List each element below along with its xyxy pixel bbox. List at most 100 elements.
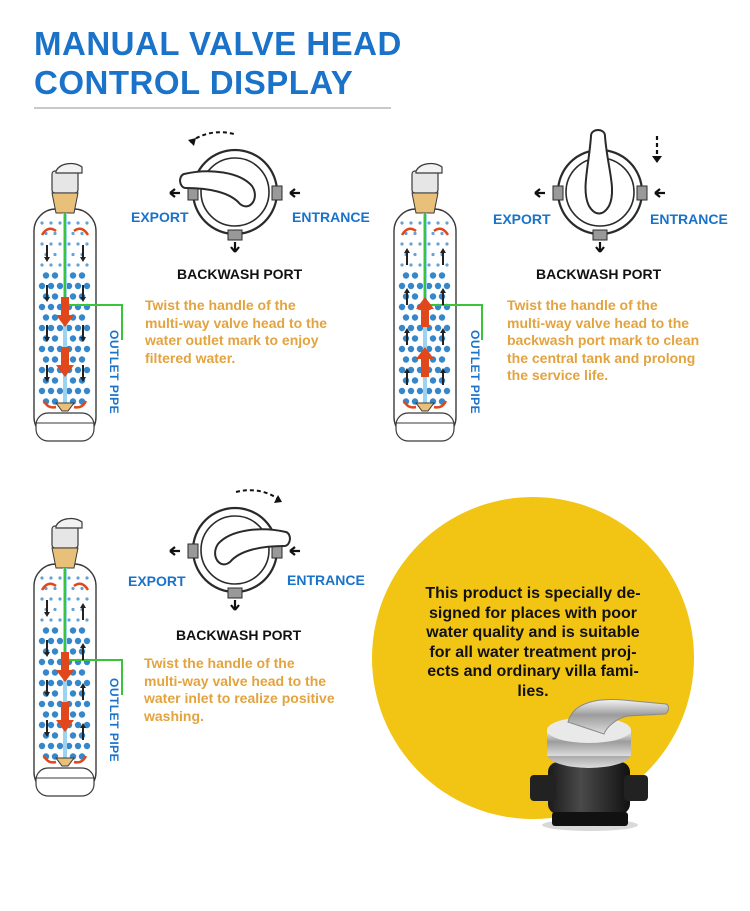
flow-direction-arrow [80,365,86,382]
media-dot [429,335,437,342]
flow-arrow [56,652,74,682]
media-dot [398,282,406,290]
media-dot [51,690,59,697]
media-dot [42,669,50,676]
media-dot [438,356,446,363]
media-dot [400,263,404,267]
media-dot [51,356,59,363]
page-title: MANUAL VALVE HEAD CONTROL DISPLAY [34,24,402,102]
media-dot [85,242,89,246]
media-dot [38,303,46,311]
media-dot [409,242,413,246]
media-dot [76,576,80,580]
media-dot [400,221,404,225]
media-dot [78,669,86,676]
media-dot [74,366,82,374]
media-dot [83,387,91,395]
media-dot [53,586,57,591]
flow-direction-arrow [80,603,86,620]
media-dot [51,335,59,342]
media-dot [85,221,89,225]
media-dot [40,597,44,601]
swirl-arrow [400,227,417,236]
tank-base [35,412,95,442]
panel-description: Twist the handle of the multi-way valve … [144,655,335,724]
media-dot [67,618,71,622]
valve-handle-icon [179,170,256,208]
media-dot [58,597,62,601]
outlet-pipe-label: OUTLET PIPE [468,330,482,415]
media-dot [51,627,59,634]
media-dot [69,711,77,718]
media-dot [409,221,413,225]
media-dot [83,700,91,708]
media-dot [407,324,415,332]
media-dot [69,272,77,279]
media-dot [38,366,46,374]
media-dot [56,324,64,332]
media-dot [49,576,53,580]
media-dot [429,272,437,279]
media-dot [38,282,46,290]
media-dot [427,263,431,267]
title-line-2: CONTROL DISPLAY [34,64,354,101]
media-dot [65,324,73,332]
media-dot [436,242,440,246]
media-dot [402,272,410,279]
media-dot [436,221,440,225]
media-dot [67,263,71,267]
media-dot [416,345,424,353]
media-dot [38,742,46,750]
entrance-port [636,185,648,201]
media-dot [440,231,444,236]
flow-direction-arrow [44,245,50,262]
media-dot [65,282,73,290]
media-dot [74,742,82,750]
media-dot [411,377,419,384]
swirl-arrow [73,582,90,591]
media-dot [436,263,440,267]
media-dot [69,732,77,739]
media-dot [398,366,406,374]
media-dot [47,387,55,395]
rotate-arrow-head [652,156,662,163]
media-dot [431,252,435,257]
rotate-arrow-icon [189,131,235,143]
outlet-pipe-line [424,213,483,340]
media-dot [445,242,449,246]
filter-tank-diagram [393,162,483,442]
media-dot [83,345,91,353]
backwash-port-label: BACKWASH PORT [176,627,302,643]
media-dot [42,314,50,321]
media-dot [47,282,55,290]
backwash-port [227,229,243,241]
export-port [187,543,199,559]
media-dot [78,627,86,634]
media-dot [445,221,449,225]
media-dot [425,282,433,290]
bottom-collector [415,402,435,412]
media-dot [443,324,451,332]
tank-base [35,767,95,797]
flow-direction-arrow [440,248,446,265]
filter-tank-diagram [33,517,123,797]
media-dot [65,387,73,395]
swirl-arrow [40,582,57,591]
media-dot [411,272,419,279]
valve-head [411,170,439,194]
media-dot [69,293,77,300]
valve-adapter [411,192,439,214]
media-dot [42,627,50,634]
media-dot [40,242,44,246]
flow-direction-arrow [440,328,446,345]
entrance-label: ENTRANCE [292,209,370,225]
media-dot [78,272,86,279]
media-dot [51,272,59,279]
media-dot [409,263,413,267]
flow-direction-arrow [44,680,50,697]
media-dot [83,637,91,645]
media-dot [38,387,46,395]
media-dot [434,345,442,353]
flow-direction-arrow [44,365,50,382]
swirl-arrow [73,400,88,409]
